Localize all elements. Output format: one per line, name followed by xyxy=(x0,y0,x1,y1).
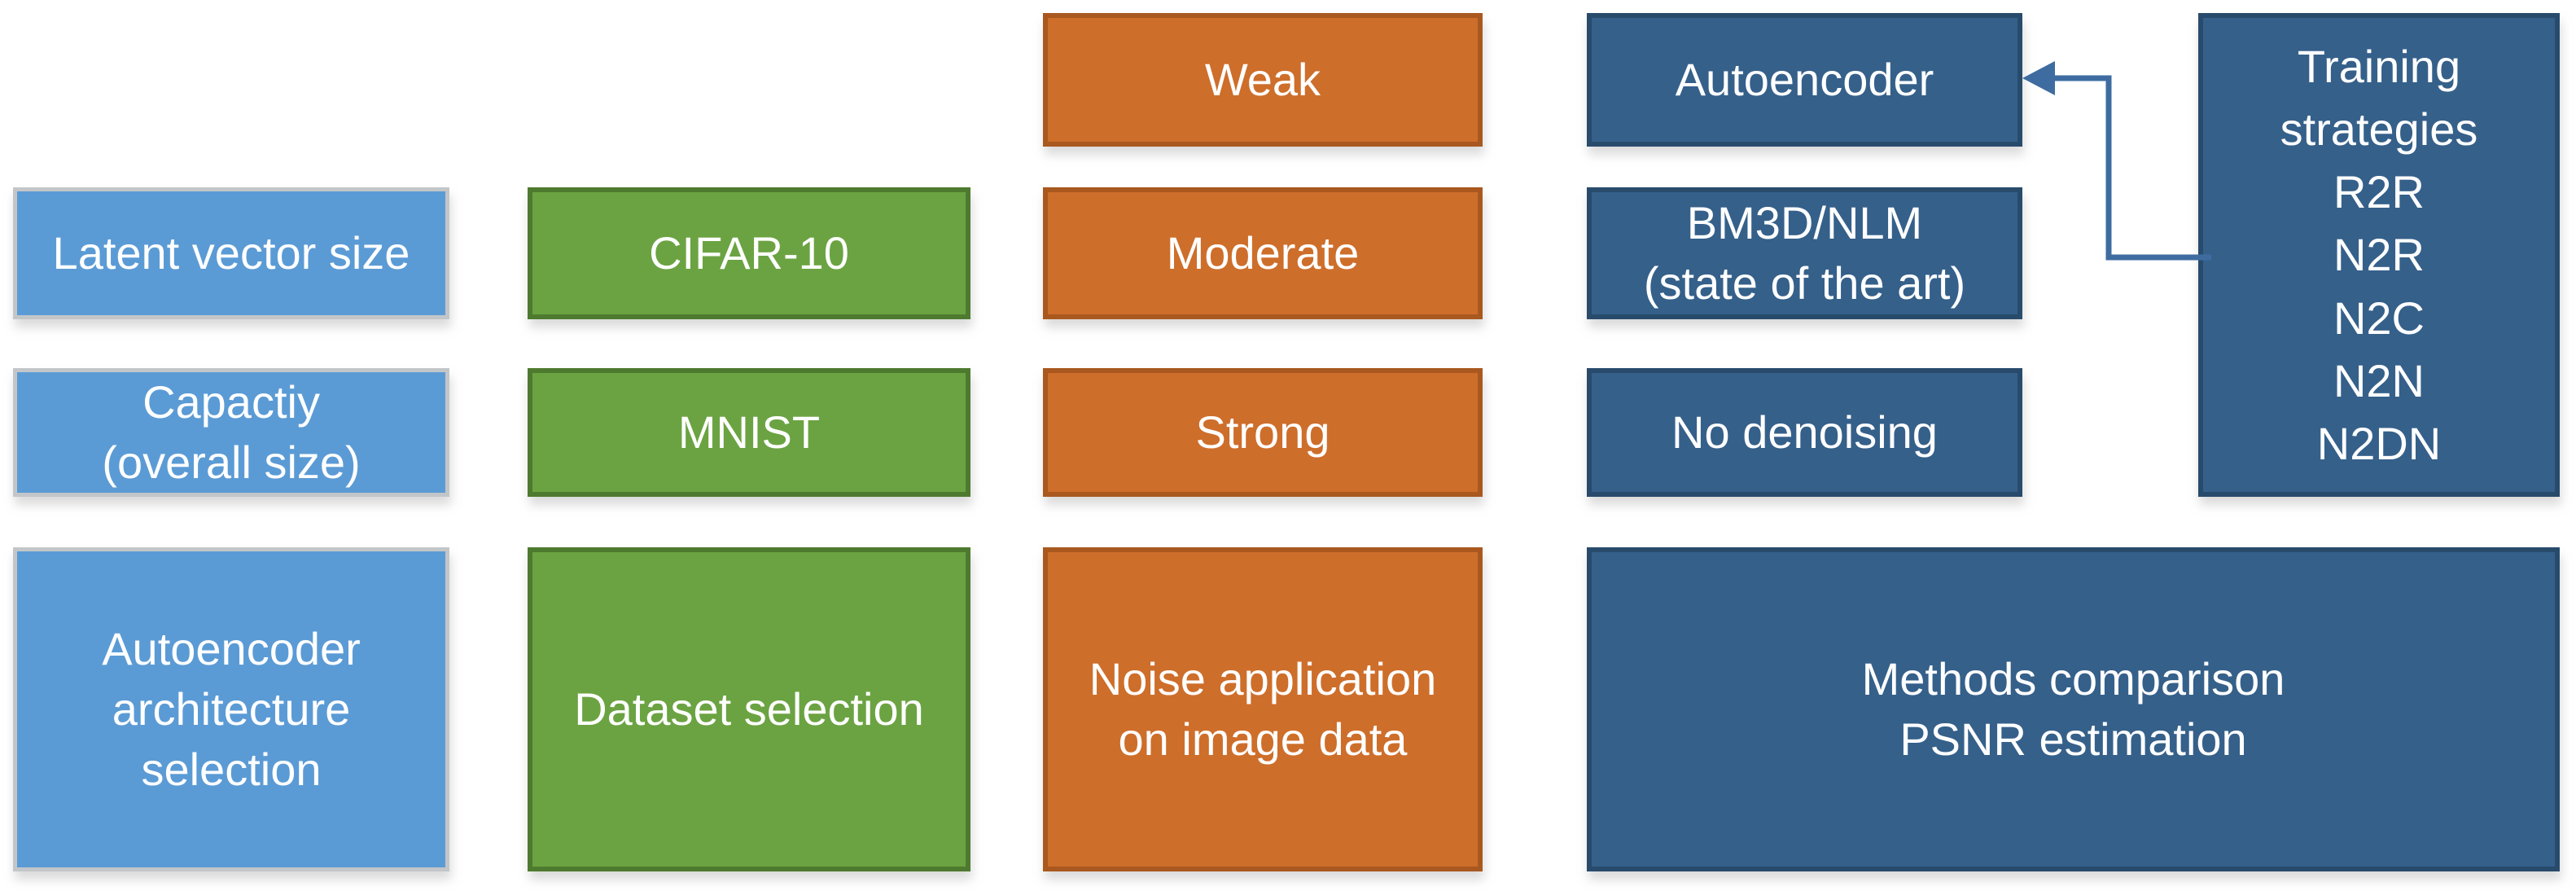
box-autoencoder-architecture-selection: Autoencoder architecture selection xyxy=(13,547,449,871)
box-no-denoising: No denoising xyxy=(1587,368,2022,497)
box-label: MNIST xyxy=(677,406,821,459)
box-label: Dataset selection xyxy=(574,683,924,735)
box-methods-comparison: Methods comparison PSNR estimation xyxy=(1587,547,2560,871)
box-label: CIFAR-10 xyxy=(649,227,849,279)
connector-arrow xyxy=(2022,61,2211,261)
box-autoencoder: Autoencoder xyxy=(1587,13,2022,147)
box-label: Capactiy (overall size) xyxy=(102,376,361,488)
box-strong: Strong xyxy=(1043,368,1483,497)
box-latent-vector-size: Latent vector size xyxy=(13,187,449,319)
box-weak: Weak xyxy=(1043,13,1483,147)
box-noise-application: Noise application on image data xyxy=(1043,547,1483,871)
box-cifar-10: CIFAR-10 xyxy=(528,187,970,319)
box-label: Autoencoder xyxy=(1675,54,1934,106)
box-training-strategies: Training strategies R2R N2R N2C N2N N2DN xyxy=(2198,13,2560,497)
box-label: BM3D/NLM (state of the art) xyxy=(1643,197,1966,309)
box-label: Latent vector size xyxy=(52,227,410,279)
arrow-line xyxy=(2053,75,2211,261)
box-label: Noise application on image data xyxy=(1089,653,1437,765)
box-mnist: MNIST xyxy=(528,368,970,497)
box-label: Strong xyxy=(1195,406,1330,459)
box-moderate: Moderate xyxy=(1043,187,1483,319)
box-capacity: Capactiy (overall size) xyxy=(13,368,449,497)
box-label: No denoising xyxy=(1671,406,1938,459)
box-dataset-selection: Dataset selection xyxy=(528,547,970,871)
box-label: Training strategies R2R N2R N2C N2N N2DN xyxy=(2280,40,2478,470)
box-label: Autoencoder architecture selection xyxy=(102,623,361,795)
box-label: Weak xyxy=(1204,54,1321,106)
box-label: Moderate xyxy=(1166,227,1360,279)
box-label: Methods comparison PSNR estimation xyxy=(1861,653,2285,765)
box-bm3d-nlm: BM3D/NLM (state of the art) xyxy=(1587,187,2022,319)
arrow-head-icon xyxy=(2022,61,2055,95)
